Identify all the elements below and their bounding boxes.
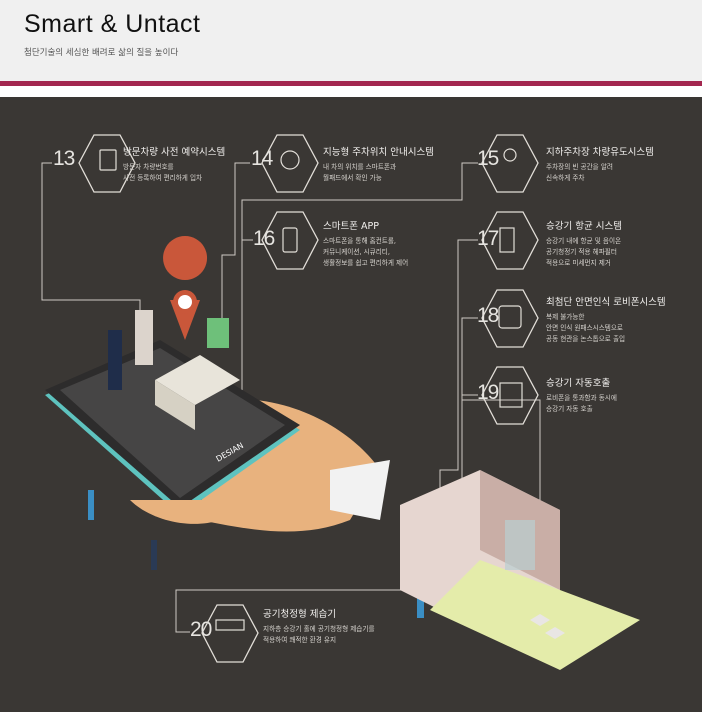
feature-desc: 신속하게 주차 — [546, 174, 585, 182]
elevator-icon — [499, 382, 523, 408]
lobby-illustration — [400, 470, 640, 670]
item-number: 17 — [477, 227, 499, 250]
face-recognition-icon — [498, 305, 522, 329]
feature-desc: 내 차의 위치를 스마트폰과 — [323, 163, 397, 171]
header: Smart & Untact 첨단기술의 세심한 배려로 삶의 질을 높이다 — [0, 0, 702, 81]
hexagons — [78, 134, 539, 663]
feature-16: 스마트폰 APP 스마트폰을 통해 홈컨트롤, 커뮤니케이션, 시큐리티, 생활정보… — [323, 218, 408, 269]
parking-car-icon — [503, 148, 517, 162]
feature-desc: 생활정보를 쉽고 편리하게 제어 — [323, 259, 409, 267]
feature-desc: 안면 인식 원패스시스템으로 — [546, 324, 623, 332]
page-title: Smart & Untact — [24, 10, 201, 38]
feature-desc: 스마트폰을 통해 홈컨트롤, — [323, 237, 397, 245]
feature-title: 승강기 자동호출 — [546, 378, 611, 389]
smartphone-home-icon — [282, 227, 298, 253]
accent-bar — [0, 81, 702, 86]
phone-illustration: DESIAN — [45, 236, 390, 532]
dehumidifier-icon — [215, 619, 245, 631]
feature-desc: 월패드에서 확인 가능 — [323, 174, 382, 182]
feature-desc: 커뮤니케이션, 시큐리티, — [323, 248, 390, 256]
page-subtitle: 첨단기술의 세심한 배려로 삶의 질을 높이다 — [24, 48, 179, 58]
feature-title: 지하주차장 차량유도시스템 — [546, 147, 654, 158]
feature-desc: 적용으로 미세먼지 제거 — [546, 259, 611, 267]
feature-desc: 승강기 내에 항균 및 음이온 — [546, 237, 622, 245]
feature-title: 승강기 항균 시스템 — [546, 221, 622, 232]
feature-desc: 공기청정기 적용 헤파필터 — [546, 248, 617, 256]
item-number: 15 — [477, 147, 499, 170]
item-number: 13 — [53, 147, 75, 170]
person-figure — [88, 490, 94, 520]
feature-desc: 지하층 승강기 홀에 공기청정형 제습기를 — [263, 625, 375, 633]
feature-desc: 공동 현관을 논스톱으로 출입 — [546, 335, 626, 343]
feature-desc: 로비폰을 통과함과 동시에 — [546, 394, 617, 402]
person-figure — [417, 588, 424, 618]
item-number: 18 — [477, 304, 499, 327]
item-number: 19 — [477, 381, 499, 404]
connector-lines — [41, 162, 541, 633]
item-number: 16 — [253, 227, 275, 250]
feature-title: 지능형 주차위치 안내시스템 — [323, 147, 434, 158]
feature-desc: 주차장의 빈 공간을 알려 — [546, 163, 613, 171]
feature-desc: 방문자 차량번호를 — [123, 163, 174, 171]
parking-hand-icon — [99, 149, 117, 171]
air-purifier-icon — [499, 227, 515, 253]
feature-title: 방문차량 사전 예약시스템 — [123, 147, 226, 158]
item-number: 14 — [251, 147, 273, 170]
illustration: DESIAN — [41, 134, 640, 670]
location-star-icon — [280, 150, 300, 170]
feature-desc: 복제 불가능한 — [546, 313, 585, 321]
feature-desc: 사전 등록하여 편리하게 입차 — [123, 174, 203, 182]
person-figure — [151, 540, 157, 570]
item-number: 20 — [190, 618, 212, 641]
feature-title: 공기청정형 제습기 — [263, 609, 336, 620]
feature-title: 최첨단 안면인식 로비폰시스템 — [546, 297, 666, 308]
feature-desc: 적용하여 쾌적한 환경 유지 — [263, 636, 337, 644]
feature-desc: 승강기 자동 호출 — [546, 405, 593, 413]
feature-title: 스마트폰 APP — [323, 221, 379, 232]
